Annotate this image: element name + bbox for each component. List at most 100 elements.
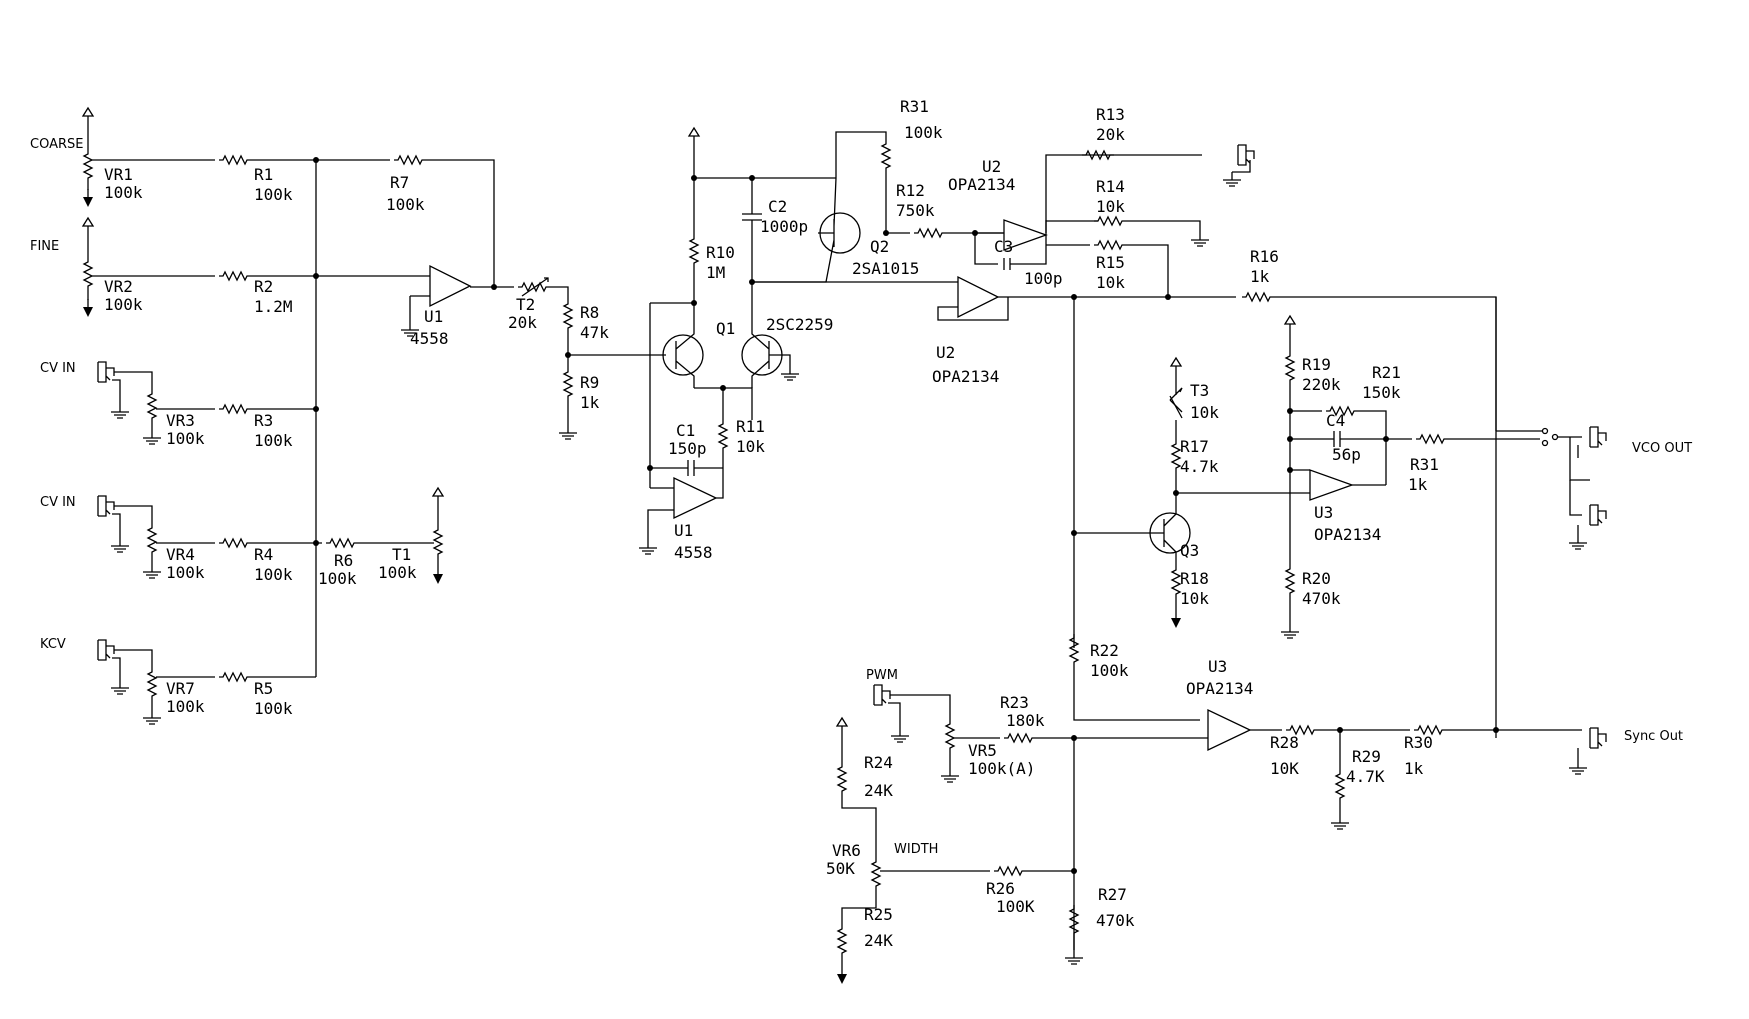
r14-ref: R14 bbox=[1096, 177, 1125, 196]
r4-ref: R4 bbox=[254, 545, 273, 564]
r29-value: 4.7K bbox=[1346, 767, 1385, 786]
r21-ref: R21 bbox=[1372, 363, 1401, 382]
c2-value: 1000p bbox=[760, 217, 808, 236]
r11-ref: R11 bbox=[736, 417, 765, 436]
u2-section bbox=[972, 144, 1497, 738]
c1-ref: C1 bbox=[676, 421, 695, 440]
c4-ref: C4 bbox=[1326, 411, 1345, 430]
r25-ref: R25 bbox=[864, 905, 893, 924]
r31b-value: 1k bbox=[1408, 475, 1428, 494]
r31b-ref: R31 bbox=[1410, 455, 1439, 474]
u1a-part: 4558 bbox=[410, 329, 449, 348]
coarse-label: COARSE bbox=[30, 137, 83, 152]
t1-value: 100k bbox=[378, 563, 417, 582]
r4-value: 100k bbox=[254, 565, 293, 584]
r23-value: 180k bbox=[1006, 711, 1045, 730]
r24-ref: R24 bbox=[864, 753, 893, 772]
r15-value: 10k bbox=[1096, 273, 1125, 292]
r7-ref: R7 bbox=[390, 173, 409, 192]
r9-value: 1k bbox=[580, 393, 600, 412]
waveshaper-section bbox=[1071, 315, 1540, 639]
r12-ref: R12 bbox=[896, 181, 925, 200]
r19-value: 220k bbox=[1302, 375, 1341, 394]
q1-ref: Q1 bbox=[716, 319, 735, 338]
r8-ref: R8 bbox=[580, 303, 599, 322]
q1-part: 2SC2259 bbox=[766, 315, 833, 334]
u2a-ref: U2 bbox=[982, 157, 1001, 176]
u3b-ref: U3 bbox=[1208, 657, 1227, 676]
r27-ref: R27 bbox=[1098, 885, 1127, 904]
r2-value: 1.2M bbox=[254, 297, 293, 316]
r1-value: 100k bbox=[254, 185, 293, 204]
vr2-value: 100k bbox=[104, 295, 143, 314]
c2-ref: C2 bbox=[768, 197, 787, 216]
t3-value: 10k bbox=[1190, 403, 1219, 422]
t2-ref: T2 bbox=[516, 295, 535, 314]
r16-ref: R16 bbox=[1250, 247, 1279, 266]
r30-ref: R30 bbox=[1404, 733, 1433, 752]
r25-value: 24K bbox=[864, 931, 893, 950]
r6-value: 100k bbox=[318, 569, 357, 588]
r16-value: 1k bbox=[1250, 267, 1270, 286]
r26-ref: R26 bbox=[986, 879, 1015, 898]
labels: COARSE FINE CV IN CV IN KCV PWM WIDTH VC… bbox=[30, 97, 1692, 950]
r13-ref: R13 bbox=[1096, 105, 1125, 124]
r27-value: 470k bbox=[1096, 911, 1135, 930]
vr7-ref: VR7 bbox=[166, 679, 195, 698]
r30-value: 1k bbox=[1404, 759, 1424, 778]
r31a-ref: R31 bbox=[900, 97, 929, 116]
q3-ref: Q3 bbox=[1180, 541, 1199, 560]
c4-value: 56p bbox=[1332, 445, 1361, 464]
vr3-value: 100k bbox=[166, 429, 205, 448]
t1-ref: T1 bbox=[392, 545, 411, 564]
r3-ref: R3 bbox=[254, 411, 273, 430]
cv-in-2-label: CV IN bbox=[40, 495, 76, 510]
u3b-part: OPA2134 bbox=[1186, 679, 1253, 698]
r26-value: 100K bbox=[996, 897, 1035, 916]
t2-value: 20k bbox=[508, 313, 537, 332]
r20-value: 470k bbox=[1302, 589, 1341, 608]
fine-label: FINE bbox=[30, 239, 59, 254]
vco-out-label: VCO OUT bbox=[1632, 441, 1692, 456]
vr6-ref: VR6 bbox=[832, 841, 861, 860]
q2-ref: Q2 bbox=[870, 237, 889, 256]
r28-ref: R28 bbox=[1270, 733, 1299, 752]
c3-value: 100p bbox=[1024, 269, 1063, 288]
vr2-ref: VR2 bbox=[104, 277, 133, 296]
r9-ref: R9 bbox=[580, 373, 599, 392]
cv-in-1-label: CV IN bbox=[40, 361, 76, 376]
r11-value: 10k bbox=[736, 437, 765, 456]
r1-ref: R1 bbox=[254, 165, 273, 184]
vr4-value: 100k bbox=[166, 563, 205, 582]
r6-ref: R6 bbox=[334, 551, 353, 570]
sync-out-label: Sync Out bbox=[1624, 729, 1683, 744]
r18-value: 10k bbox=[1180, 589, 1209, 608]
pwm-section bbox=[836, 633, 1582, 985]
r5-value: 100k bbox=[254, 699, 293, 718]
r5-ref: R5 bbox=[254, 679, 273, 698]
vr6-value: 50K bbox=[826, 859, 855, 878]
r17-ref: R17 bbox=[1180, 437, 1209, 456]
u1a-ref: U1 bbox=[424, 307, 443, 326]
r23-ref: R23 bbox=[1000, 693, 1029, 712]
r13-value: 20k bbox=[1096, 125, 1125, 144]
r14-value: 10k bbox=[1096, 197, 1125, 216]
vr1-ref: VR1 bbox=[104, 165, 133, 184]
r7-value: 100k bbox=[386, 195, 425, 214]
vr1-value: 100k bbox=[104, 183, 143, 202]
u2b-part: OPA2134 bbox=[932, 367, 999, 386]
vr5-value: 100k(A) bbox=[968, 759, 1035, 778]
u3a-ref: U3 bbox=[1314, 503, 1333, 522]
r10-ref: R10 bbox=[706, 243, 735, 262]
q2-part: 2SA1015 bbox=[852, 259, 919, 278]
t3-ref: T3 bbox=[1190, 381, 1209, 400]
r17-value: 4.7k bbox=[1180, 457, 1219, 476]
width-label: WIDTH bbox=[894, 842, 938, 857]
kcv-label: KCV bbox=[40, 637, 66, 652]
pwm-label: PWM bbox=[866, 668, 898, 683]
c3-ref: C3 bbox=[994, 237, 1013, 256]
u2a-part: OPA2134 bbox=[948, 175, 1015, 194]
r20-ref: R20 bbox=[1302, 569, 1331, 588]
r31a-value: 100k bbox=[904, 123, 943, 142]
